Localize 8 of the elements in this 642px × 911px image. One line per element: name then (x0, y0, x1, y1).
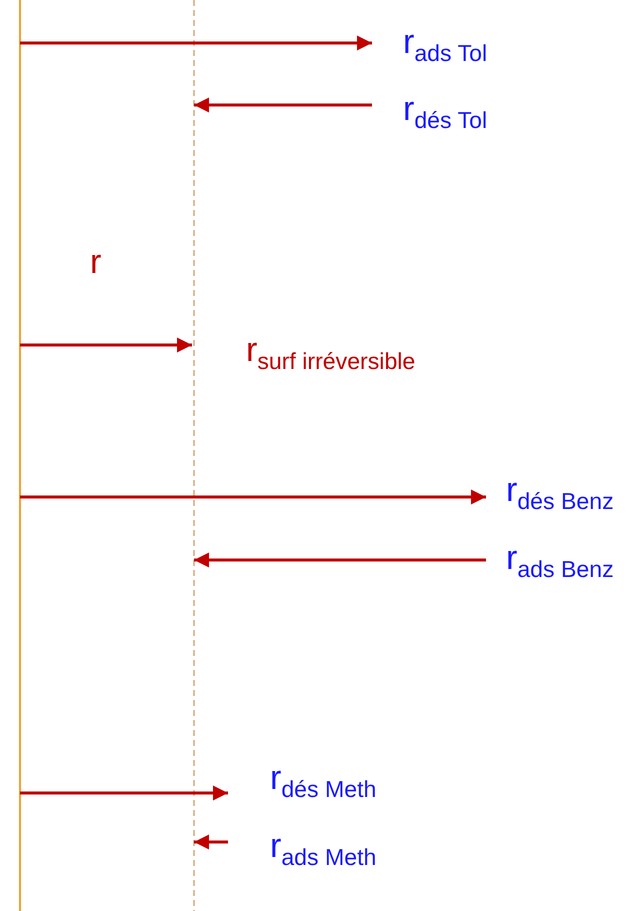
rate-label: r$_{surf irréversible}$ (246, 330, 416, 370)
rate-label: r$_{ads Meth}$ (270, 826, 376, 866)
rate-label: r$_{ads Tol}$ (403, 22, 488, 62)
rate-label: r (90, 242, 102, 282)
rate-label: r$_{dés Meth}$ (270, 758, 376, 798)
rate-label: r$_{ads Benz}$ (506, 538, 614, 578)
rate-label: r$_{dés Tol}$ (403, 89, 488, 129)
rate-label: r$_{dés Benz}$ (506, 470, 614, 510)
